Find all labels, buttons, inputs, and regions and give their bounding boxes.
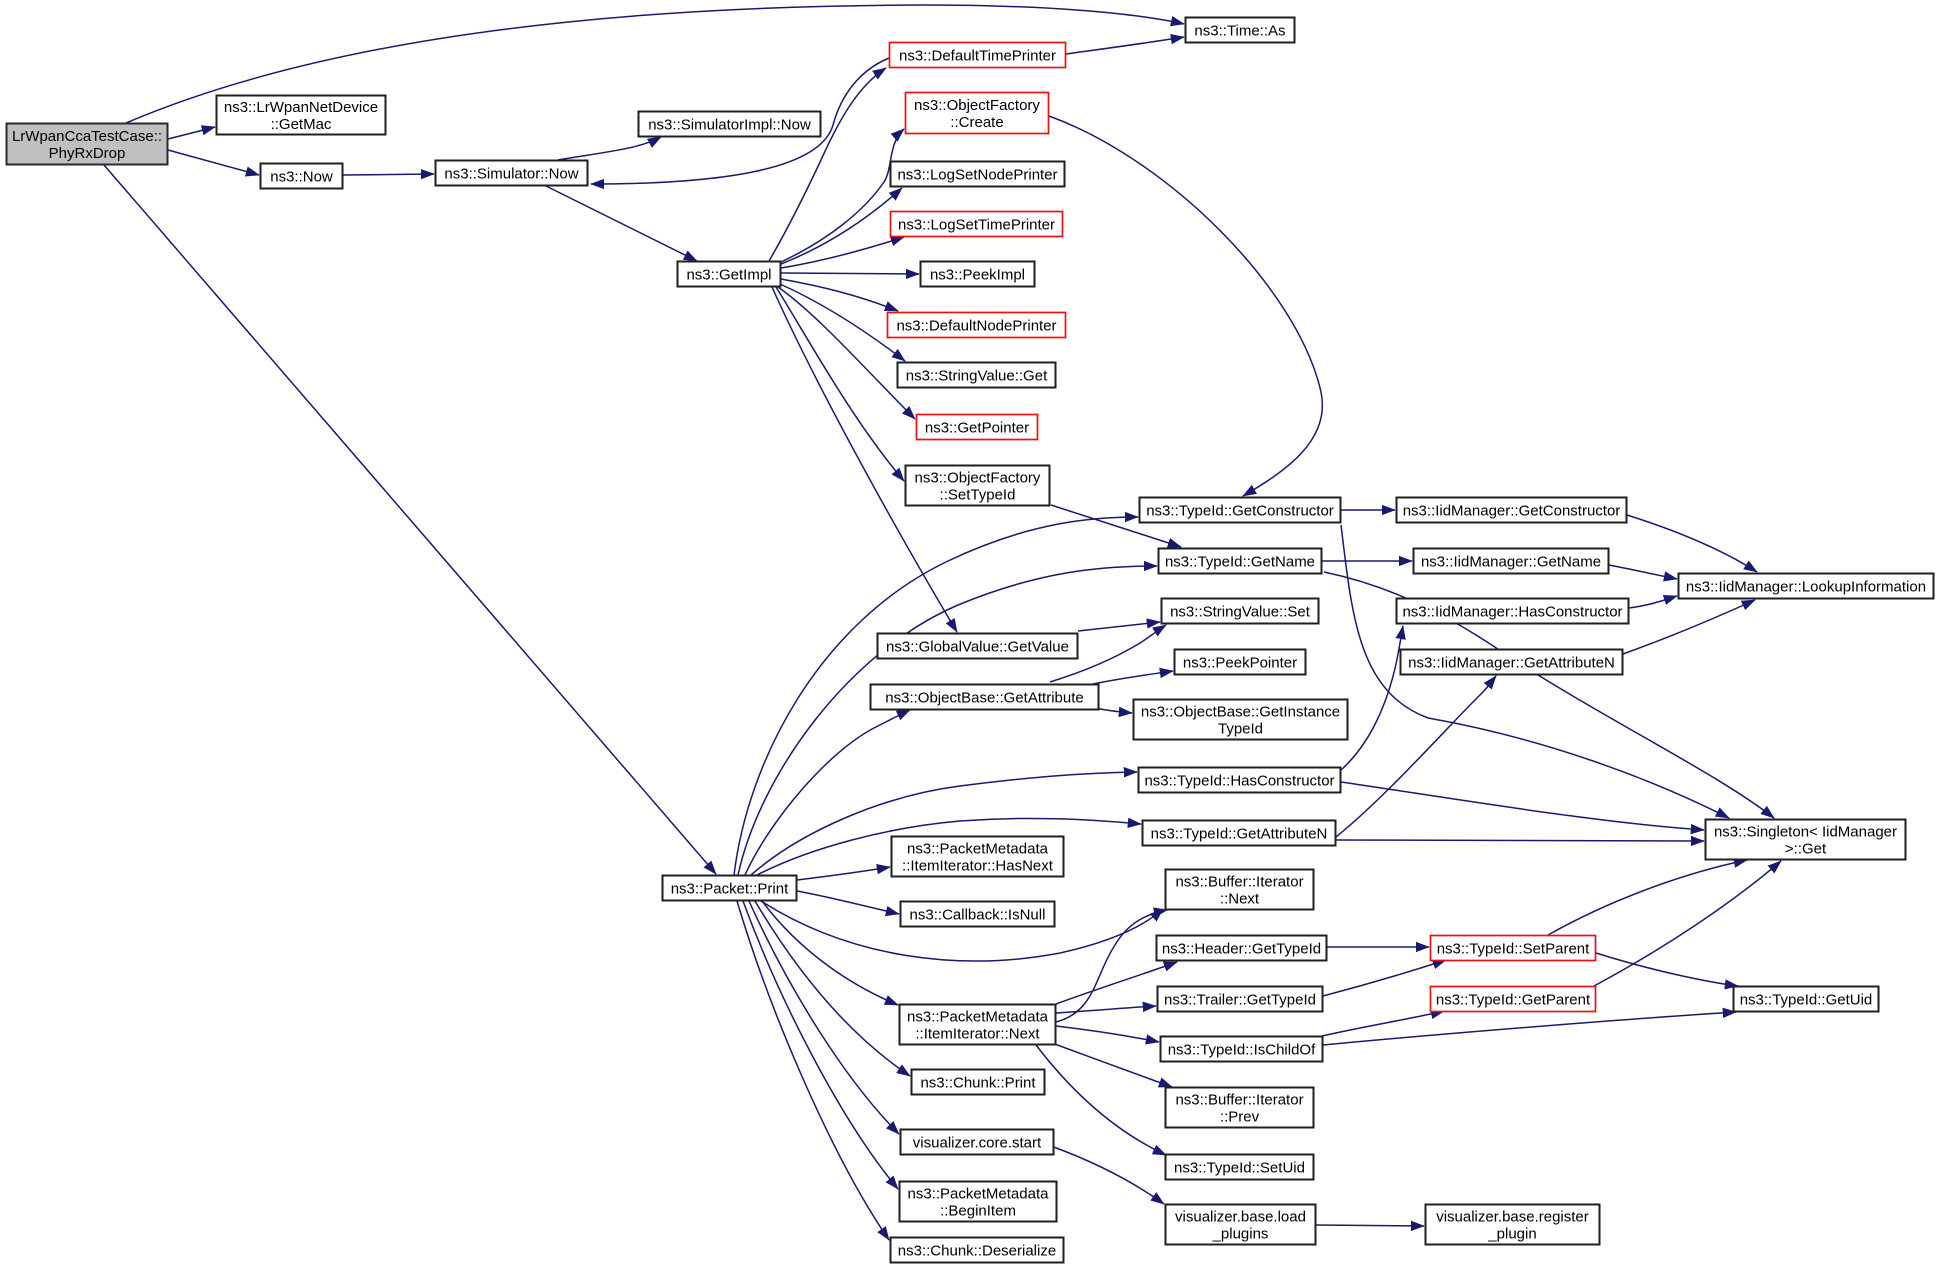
svg-text:ns3::Trailer::GetTypeId: ns3::Trailer::GetTypeId: [1164, 991, 1316, 1008]
svg-text:ns3::ObjectFactory: ns3::ObjectFactory: [915, 469, 1041, 486]
svg-text:visualizer.base.load: visualizer.base.load: [1175, 1208, 1306, 1225]
svg-text:ns3::StringValue::Set: ns3::StringValue::Set: [1170, 603, 1311, 620]
svg-text:ns3::Singleton< IidManager: ns3::Singleton< IidManager: [1714, 823, 1897, 840]
svg-text:ns3::TypeId::HasConstructor: ns3::TypeId::HasConstructor: [1144, 772, 1334, 789]
svg-text:ns3::GetPointer: ns3::GetPointer: [925, 419, 1029, 436]
svg-text:ns3::GetImpl: ns3::GetImpl: [686, 266, 771, 283]
svg-text:ns3::TypeId::IsChildOf: ns3::TypeId::IsChildOf: [1168, 1041, 1316, 1058]
svg-text:ns3::IidManager::GetName: ns3::IidManager::GetName: [1421, 553, 1601, 570]
svg-text:ns3::PeekImpl: ns3::PeekImpl: [930, 266, 1025, 283]
svg-text:ns3::Buffer::Iterator: ns3::Buffer::Iterator: [1175, 1091, 1303, 1108]
svg-text:ns3::LogSetNodePrinter: ns3::LogSetNodePrinter: [897, 166, 1057, 183]
svg-text:_plugin: _plugin: [1487, 1226, 1536, 1243]
svg-text:::BeginItem: ::BeginItem: [940, 1203, 1016, 1220]
svg-text:visualizer.core.start: visualizer.core.start: [913, 1134, 1042, 1151]
svg-text:ns3::TypeId::GetUid: ns3::TypeId::GetUid: [1740, 991, 1873, 1008]
svg-text:ns3::Time::As: ns3::Time::As: [1194, 22, 1285, 39]
svg-text:TypeId: TypeId: [1218, 721, 1263, 738]
svg-text:ns3::IidManager::HasConstructo: ns3::IidManager::HasConstructor: [1402, 603, 1622, 620]
svg-text:ns3::Simulator::Now: ns3::Simulator::Now: [444, 165, 578, 182]
svg-text:ns3::GlobalValue::GetValue: ns3::GlobalValue::GetValue: [886, 638, 1069, 655]
svg-text:ns3::Header::GetTypeId: ns3::Header::GetTypeId: [1162, 940, 1321, 957]
svg-text:ns3::TypeId::GetAttributeN: ns3::TypeId::GetAttributeN: [1151, 825, 1328, 842]
svg-text:ns3::TypeId::GetParent: ns3::TypeId::GetParent: [1436, 991, 1591, 1008]
svg-text:ns3::TypeId::SetUid: ns3::TypeId::SetUid: [1174, 1159, 1305, 1176]
svg-text:_plugins: _plugins: [1212, 1226, 1269, 1243]
svg-text:ns3::IidManager::LookupInforma: ns3::IidManager::LookupInformation: [1686, 578, 1926, 595]
svg-text:::GetMac: ::GetMac: [271, 116, 332, 133]
svg-text:::Next: ::Next: [1220, 891, 1260, 908]
svg-text:ns3::Packet::Print: ns3::Packet::Print: [671, 880, 789, 897]
svg-text:::ItemIterator::Next: ::ItemIterator::Next: [915, 1026, 1040, 1043]
svg-text:ns3::ObjectBase::GetInstance: ns3::ObjectBase::GetInstance: [1141, 703, 1340, 720]
svg-text:::ItemIterator::HasNext: ::ItemIterator::HasNext: [902, 858, 1054, 875]
svg-text:::Prev: ::Prev: [1220, 1109, 1260, 1126]
svg-text:ns3::Callback::IsNull: ns3::Callback::IsNull: [910, 906, 1046, 923]
svg-text:ns3::LogSetTimePrinter: ns3::LogSetTimePrinter: [898, 216, 1055, 233]
svg-text:ns3::PacketMetadata: ns3::PacketMetadata: [907, 1008, 1049, 1025]
svg-text:ns3::StringValue::Get: ns3::StringValue::Get: [906, 367, 1048, 384]
svg-text:ns3::LrWpanNetDevice: ns3::LrWpanNetDevice: [224, 99, 378, 116]
svg-text:ns3::TypeId::GetName: ns3::TypeId::GetName: [1165, 553, 1315, 570]
svg-text:>::Get: >::Get: [1785, 841, 1827, 858]
svg-text:ns3::SimulatorImpl::Now: ns3::SimulatorImpl::Now: [648, 116, 811, 133]
svg-text:ns3::IidManager::GetConstructo: ns3::IidManager::GetConstructor: [1403, 502, 1621, 519]
svg-text:ns3::Chunk::Print: ns3::Chunk::Print: [920, 1074, 1036, 1091]
svg-text:ns3::Now: ns3::Now: [270, 168, 333, 185]
svg-text:::SetTypeId: ::SetTypeId: [940, 487, 1016, 504]
svg-text:ns3::ObjectBase::GetAttribute: ns3::ObjectBase::GetAttribute: [885, 689, 1083, 706]
svg-text:ns3::Buffer::Iterator: ns3::Buffer::Iterator: [1175, 873, 1303, 890]
svg-text:ns3::PacketMetadata: ns3::PacketMetadata: [907, 840, 1049, 857]
svg-text:visualizer.base.register: visualizer.base.register: [1436, 1208, 1589, 1225]
svg-text:ns3::PacketMetadata: ns3::PacketMetadata: [908, 1185, 1050, 1202]
svg-text:PhyRxDrop: PhyRxDrop: [49, 145, 126, 162]
svg-text:::Create: ::Create: [950, 114, 1003, 131]
svg-text:ns3::TypeId::SetParent: ns3::TypeId::SetParent: [1437, 940, 1590, 957]
svg-text:ns3::TypeId::GetConstructor: ns3::TypeId::GetConstructor: [1146, 502, 1334, 519]
svg-text:ns3::ObjectFactory: ns3::ObjectFactory: [914, 97, 1040, 114]
svg-text:ns3::Chunk::Deserialize: ns3::Chunk::Deserialize: [898, 1242, 1056, 1259]
svg-text:ns3::PeekPointer: ns3::PeekPointer: [1183, 654, 1297, 671]
svg-text:ns3::IidManager::GetAttributeN: ns3::IidManager::GetAttributeN: [1408, 654, 1615, 671]
svg-text:LrWpanCcaTestCase::: LrWpanCcaTestCase::: [12, 128, 162, 145]
svg-text:ns3::DefaultTimePrinter: ns3::DefaultTimePrinter: [899, 47, 1056, 64]
svg-text:ns3::DefaultNodePrinter: ns3::DefaultNodePrinter: [896, 317, 1056, 334]
